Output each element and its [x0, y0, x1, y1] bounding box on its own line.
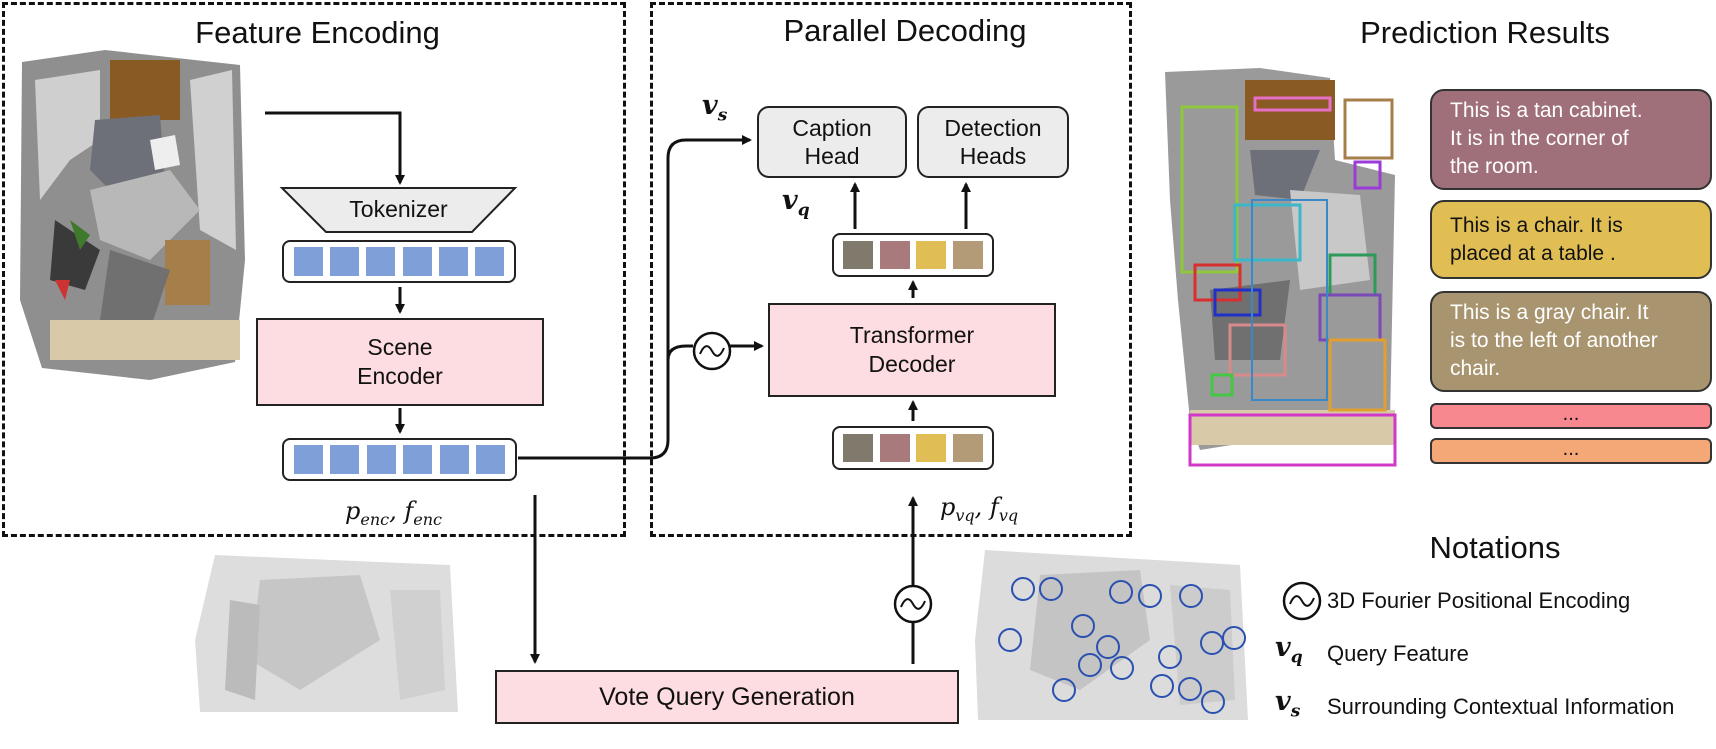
v-subscript: s	[1290, 701, 1301, 722]
v-s-symbol: vs	[702, 90, 727, 125]
parallel-decoding-panel	[650, 2, 1132, 537]
p-vq-f-vq-label: pvq, fvq	[940, 493, 1018, 525]
f-subscript: enc	[413, 509, 442, 529]
parallel-decoding-title: Parallel Decoding	[783, 13, 1027, 48]
feature-encoding-panel	[2, 2, 626, 537]
feature-encoding-title: Feature Encoding	[195, 15, 440, 50]
f-subscript: vq	[998, 505, 1019, 525]
p-subscript: vq	[955, 505, 975, 525]
query-token	[843, 434, 874, 462]
p-subscript: enc	[360, 509, 390, 529]
query-token	[879, 434, 910, 462]
fourier-encoding-icon-upper	[692, 331, 732, 371]
v-subscript: q	[1290, 647, 1303, 668]
separator: ,	[974, 493, 990, 521]
token	[438, 247, 468, 276]
v-q-symbol: vq	[782, 185, 810, 220]
token	[366, 247, 396, 276]
token	[403, 445, 433, 474]
separator: ,	[389, 497, 405, 525]
output-query-token-bar	[832, 233, 994, 277]
caption-head-block: Caption Head	[757, 106, 907, 178]
input-token-bar	[282, 240, 516, 283]
v-letter: v	[782, 185, 798, 216]
detection-heads-block: Detection Heads	[917, 106, 1069, 178]
token	[293, 247, 323, 276]
caption-result-more-2: ...	[1430, 438, 1712, 464]
token	[402, 247, 432, 276]
v-subscript: s	[717, 105, 728, 126]
token	[329, 247, 359, 276]
notation-query-feature-label: Query Feature	[1327, 641, 1469, 666]
input-scene-point-cloud	[20, 50, 245, 380]
p-symbol: p	[345, 497, 361, 525]
token	[439, 445, 469, 474]
p-enc-f-enc-label: penc, fenc	[345, 497, 442, 529]
notation-surrounding-context-label: Surrounding Contextual Information	[1327, 694, 1675, 719]
notations-title: Notations	[1429, 530, 1561, 565]
token	[366, 445, 396, 474]
f-symbol: f	[989, 493, 999, 521]
vote-query-generation-block: Vote Query Generation	[495, 670, 959, 724]
token	[475, 247, 505, 276]
vote-query-circles	[998, 577, 1246, 714]
f-symbol: f	[404, 497, 414, 525]
caption-result-more-1: ...	[1430, 403, 1712, 429]
transformer-decoder-block: Transformer Decoder	[768, 303, 1056, 397]
fourier-encoding-icon-lower	[893, 584, 933, 624]
notation-vs-symbol: vs	[1275, 686, 1300, 721]
token	[476, 445, 506, 474]
v-letter: v	[702, 90, 718, 121]
input-query-token-bar	[832, 426, 994, 470]
prediction-scene-point-cloud	[1165, 68, 1397, 467]
query-token	[916, 434, 947, 462]
query-token	[879, 241, 910, 269]
encoded-token-bar	[282, 438, 517, 481]
v-letter: v	[1275, 686, 1291, 717]
encoded-points-cloud	[195, 555, 458, 712]
v-letter: v	[1275, 632, 1291, 663]
query-token	[952, 241, 983, 269]
query-token	[843, 241, 874, 269]
notation-vq-symbol: vq	[1275, 632, 1303, 667]
query-token	[952, 434, 983, 462]
prediction-results-title: Prediction Results	[1360, 15, 1610, 50]
token	[330, 445, 360, 474]
v-subscript: q	[797, 200, 810, 221]
query-token	[916, 241, 947, 269]
fourier-icon	[1282, 581, 1322, 621]
notation-fourier-label: 3D Fourier Positional Encoding	[1327, 588, 1631, 613]
caption-result-2: This is a chair. It is placed at a table…	[1430, 200, 1712, 279]
scene-encoder-block: Scene Encoder	[256, 318, 544, 406]
caption-result-3: This is a gray chair. It is to the left …	[1430, 291, 1712, 392]
tokenizer-label: Tokenizer	[349, 196, 448, 222]
p-symbol: p	[940, 493, 956, 521]
caption-result-1: This is a tan cabinet. It is in the corn…	[1430, 89, 1712, 190]
token	[293, 445, 323, 474]
